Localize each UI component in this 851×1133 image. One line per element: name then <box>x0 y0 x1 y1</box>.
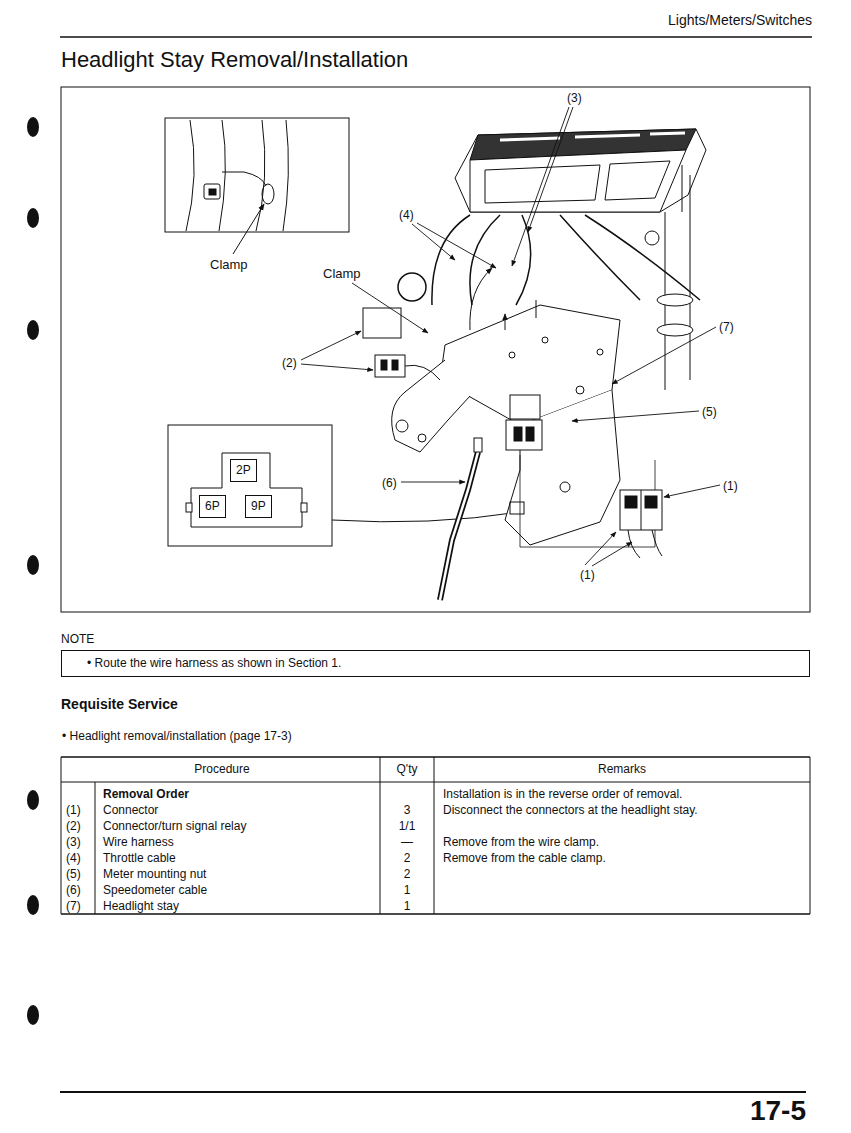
callout-number: (7) <box>719 320 734 334</box>
running-header: Lights/Meters/Switches <box>668 12 812 29</box>
service-item: • Headlight removal/installation (page 1… <box>62 729 292 743</box>
callout-number: (1) <box>723 479 738 493</box>
callout-number: (2) <box>282 356 297 370</box>
note-body: • Route the wire harness as shown in Sec… <box>61 650 810 676</box>
part-name: Clamp <box>323 266 361 282</box>
meter-assembly <box>455 129 706 245</box>
table-cell: 2 <box>404 867 411 881</box>
page-number: 17-5 <box>750 1094 806 1128</box>
wire-harness <box>398 215 700 305</box>
footer-rule <box>60 1091 806 1093</box>
table-cell: Meter mounting nut <box>103 867 206 881</box>
table-cell: (2) <box>66 819 81 833</box>
connector-label-box: 9P <box>245 495 272 518</box>
table-cell: (1) <box>66 803 81 817</box>
table-cell: 1 <box>404 883 411 897</box>
relay-connectors <box>363 268 542 450</box>
connector-pin-count: 2P <box>236 463 251 477</box>
callout-number: (4) <box>399 208 414 222</box>
table-cell: Throttle cable <box>103 851 176 865</box>
callout-number: (1) <box>580 568 595 582</box>
binding-holes <box>27 117 39 1025</box>
table-header: Procedure <box>194 762 249 776</box>
section-heading: Requisite Service <box>61 696 178 713</box>
table-cell: 1 <box>404 899 411 913</box>
table-header: Q'ty <box>397 762 418 776</box>
table-cell: Removal Order <box>103 787 189 801</box>
table-cell: (6) <box>66 883 81 897</box>
table-cell: (4) <box>66 851 81 865</box>
note-box: NOTE • Route the wire harness as shown in… <box>61 632 810 677</box>
connector-block <box>620 490 662 558</box>
callout-number: (3) <box>567 91 582 105</box>
table-header: Remarks <box>598 762 646 776</box>
part-name: Clamp <box>210 257 248 273</box>
table-cell: — <box>401 835 413 849</box>
table-cell: (3) <box>66 835 81 849</box>
table-cell: 1/1 <box>399 819 416 833</box>
table-cell: 2 <box>404 851 411 865</box>
header-rule <box>60 36 812 38</box>
table-cell: Wire harness <box>103 835 174 849</box>
table-cell: Remove from the wire clamp. <box>443 835 599 849</box>
table-cell: Remove from the cable clamp. <box>443 851 606 865</box>
table-cell: 3 <box>404 803 411 817</box>
speedometer-cable <box>440 438 482 600</box>
leader-lines <box>301 107 720 566</box>
clamp-inset <box>165 118 349 254</box>
table-cell: Connector <box>103 803 158 817</box>
callout-number: (5) <box>702 405 717 419</box>
page-title: Headlight Stay Removal/Installation <box>61 47 408 73</box>
table-cell: (5) <box>66 867 81 881</box>
table-cell: Headlight stay <box>103 899 179 913</box>
table-cell: (7) <box>66 899 81 913</box>
connector-label-box: 6P <box>199 495 226 518</box>
table-cell: Connector/turn signal relay <box>103 819 246 833</box>
procedure-table <box>61 757 810 914</box>
table-cell: Speedometer cable <box>103 883 207 897</box>
table-cell: Disconnect the connectors at the headlig… <box>443 803 698 817</box>
callout-number: (6) <box>382 476 397 490</box>
figure-frame <box>61 87 810 612</box>
table-cell: Installation is in the reverse order of … <box>443 787 682 801</box>
headlight-stay <box>392 305 655 547</box>
connector-pin-count: 6P <box>205 499 220 513</box>
connector-label-box: 2P <box>230 459 257 482</box>
note-heading: NOTE <box>61 632 810 646</box>
connector-pin-count: 9P <box>251 499 266 513</box>
